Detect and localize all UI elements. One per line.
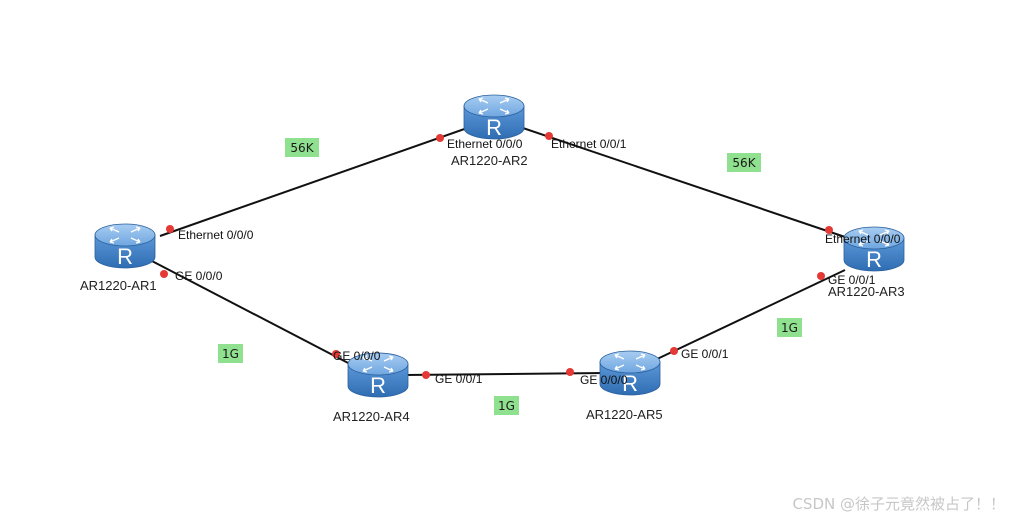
bandwidth-badge: 1G — [218, 344, 243, 363]
port-label: GE 0/0/0 — [333, 349, 381, 363]
links-layer — [149, 126, 849, 376]
port-dots — [160, 132, 833, 379]
port-label: GE 0/0/1 — [681, 347, 729, 361]
router-name-ar2: AR1220-AR2 — [451, 153, 528, 168]
bandwidth-label: 1G — [781, 321, 798, 335]
port-label: Ethernet 0/0/0 — [447, 137, 523, 151]
port-label: GE 0/0/0 — [175, 269, 223, 283]
router-name-ar1: AR1220-AR1 — [80, 278, 157, 293]
port-dot — [566, 368, 574, 376]
bandwidth-badge: 56K — [727, 153, 761, 172]
port-dot — [332, 350, 340, 358]
port-dot — [160, 270, 168, 278]
bandwidth-badge: 1G — [494, 396, 519, 415]
port-dot — [545, 132, 553, 140]
router-name-ar3: AR1220-AR3 — [828, 284, 905, 299]
port-label: GE 0/0/1 — [828, 273, 876, 287]
bandwidth-badge: 1G — [777, 318, 802, 337]
port-label: GE 0/0/1 — [435, 372, 483, 386]
bandwidth-badge: 56K — [285, 138, 319, 157]
port-dot — [166, 225, 174, 233]
router-glyph: R — [622, 371, 638, 396]
router-name-ar5: AR1220-AR5 — [586, 407, 663, 422]
router-glyph: R — [866, 247, 882, 272]
router-ar4[interactable]: R — [347, 352, 409, 398]
link-ar5-ar3 — [654, 269, 846, 361]
port-dot — [670, 347, 678, 355]
router-ar3[interactable]: R — [843, 226, 905, 272]
link-ar1-ar4 — [149, 259, 353, 366]
port-dot — [817, 272, 825, 280]
port-dot — [825, 226, 833, 234]
router-ar1[interactable]: R — [94, 223, 156, 269]
port-label: Ethernet 0/0/1 — [551, 137, 627, 151]
router-glyph: R — [486, 115, 502, 140]
link-ar2-ar3 — [519, 126, 849, 239]
bandwidth-label: 56K — [290, 141, 314, 155]
bandwidth-label: 1G — [222, 347, 239, 361]
bandwidth-label: 56K — [732, 156, 756, 170]
watermark: CSDN @徐子元竟然被占了！！ — [792, 495, 1005, 513]
port-label: Ethernet 0/0/0 — [178, 228, 254, 242]
router-ar5[interactable]: R — [599, 350, 661, 396]
router-name-ar4: AR1220-AR4 — [333, 409, 410, 424]
router-ar2[interactable]: R — [463, 94, 525, 140]
port-label: Ethernet 0/0/0 — [825, 232, 901, 246]
link-ar1-ar2 — [159, 126, 471, 237]
port-dot — [436, 134, 444, 142]
bandwidth-label: 1G — [498, 399, 515, 413]
router-glyph: R — [370, 373, 386, 398]
router-glyph: R — [117, 244, 133, 269]
port-dot — [422, 371, 430, 379]
port-label: GE 0/0/0 — [580, 373, 628, 387]
